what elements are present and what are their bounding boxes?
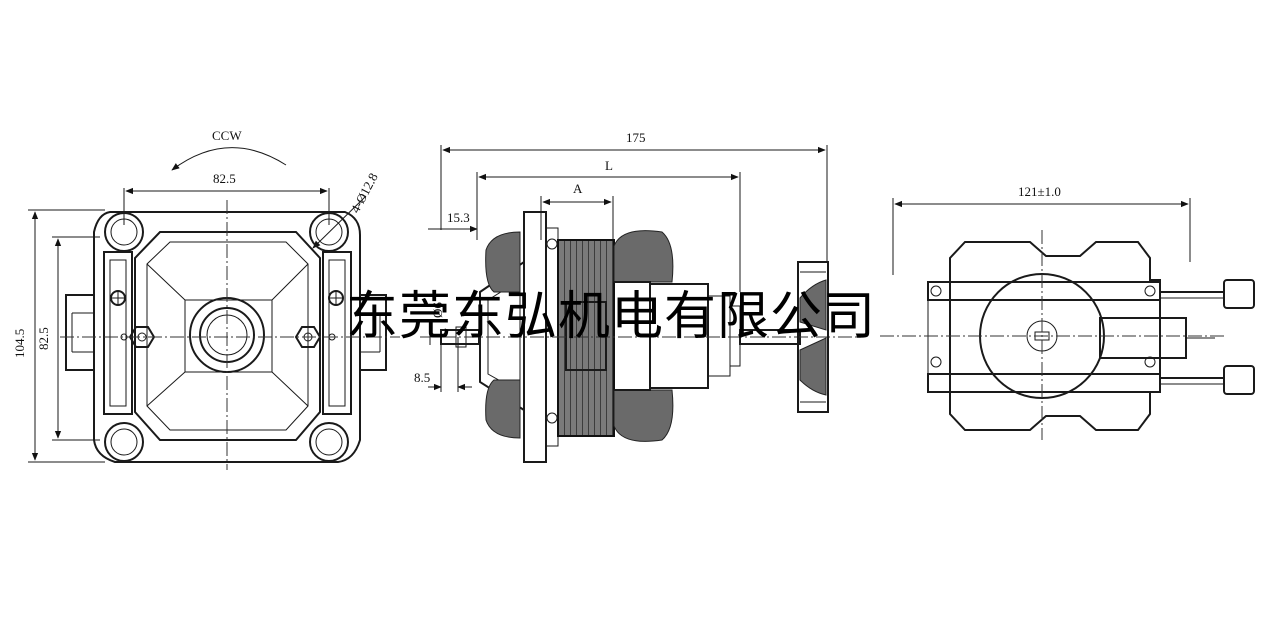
front-height-inner-label: 82.5 — [36, 327, 51, 350]
shaft-dia-label: Ø6 — [430, 302, 445, 318]
company-watermark: 东莞东弘机电有限公司 — [346, 287, 876, 347]
front-height-outer-label: 104.5 — [12, 329, 27, 358]
stator-laminations — [557, 239, 615, 437]
shaft-15-3-label: 15.3 — [447, 210, 470, 225]
holes-label: 4-Ø12.8 — [347, 170, 380, 215]
rear-width-label: 121±1.0 — [1018, 184, 1061, 199]
total-length-label: 175 — [626, 130, 646, 145]
rear-view: 121±1.0 — [880, 184, 1255, 440]
rotation-label: CCW — [212, 128, 242, 143]
shaft-8-5-label: 8.5 — [414, 370, 430, 385]
rotation-arrow — [171, 147, 287, 171]
length-A-label: A — [573, 181, 583, 196]
front-view: CCW 82.5 4-Ø12.8 104.5 82.5 — [12, 128, 400, 470]
front-width-label: 82.5 — [213, 171, 236, 186]
side-view: 175 L A 15.3 8.5 Ø6 — [414, 130, 860, 463]
length-L-label: L — [605, 158, 613, 173]
